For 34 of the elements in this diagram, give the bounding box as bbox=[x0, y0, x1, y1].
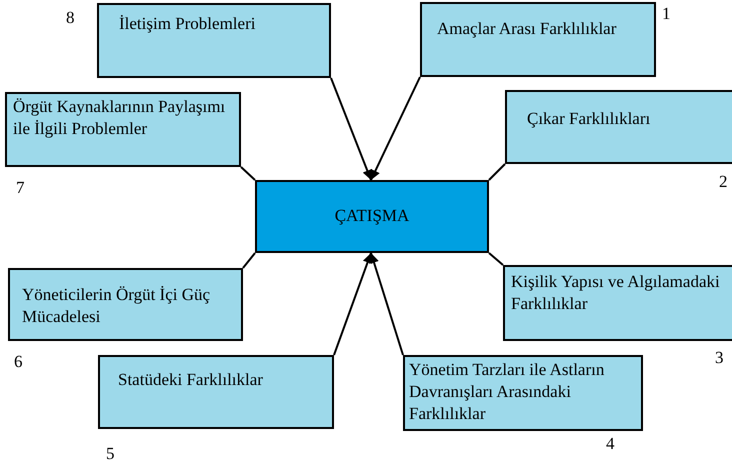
central-box bbox=[255, 180, 489, 253]
box-label: Örgüt Kaynaklarının Paylaşımı ile İlgili Problemler bbox=[13, 96, 226, 140]
cause-box bbox=[97, 3, 331, 78]
connector-line bbox=[488, 163, 506, 181]
callout-number: 6 bbox=[14, 352, 22, 372]
cause-box bbox=[505, 90, 732, 164]
callout-number: 7 bbox=[16, 178, 24, 198]
arrow bbox=[333, 252, 372, 356]
cause-box bbox=[5, 92, 241, 167]
connector-line bbox=[240, 166, 256, 181]
box-label: Statüdeki Farklılıklar bbox=[118, 369, 264, 391]
callout-number: 1 bbox=[662, 4, 670, 24]
cause-box bbox=[8, 268, 243, 341]
callout-number: 3 bbox=[715, 348, 724, 368]
box-label: ÇATIŞMA bbox=[334, 205, 410, 228]
box-label: Çıkar Farklılıkları bbox=[527, 108, 652, 130]
cause-box bbox=[98, 355, 334, 429]
callout-number: 2 bbox=[719, 172, 728, 192]
arrow bbox=[369, 252, 404, 356]
box-label: Amaçlar Arası Farklılıklar bbox=[437, 18, 618, 40]
connector-line bbox=[242, 252, 256, 269]
box-label: Yönetim Tarzları ile Astların Davranışları Arasındaki Farklılıklar bbox=[409, 359, 606, 426]
box-label: Kişilik Yapısı ve Algılamadaki Farklılıklar bbox=[511, 271, 721, 316]
callout-number: 8 bbox=[66, 8, 74, 28]
callout-number: 4 bbox=[606, 434, 614, 454]
box-label: Yöneticilerin Örgüt İçi Güç Mücadelesi bbox=[22, 284, 212, 328]
arrow bbox=[330, 78, 372, 180]
connector-line bbox=[488, 252, 504, 266]
arrow bbox=[370, 76, 421, 180]
cause-box bbox=[403, 355, 643, 431]
cause-box bbox=[503, 265, 732, 341]
callout-number: 5 bbox=[106, 444, 114, 464]
box-label: İletişim Problemleri bbox=[119, 13, 256, 35]
cause-box bbox=[420, 2, 656, 77]
